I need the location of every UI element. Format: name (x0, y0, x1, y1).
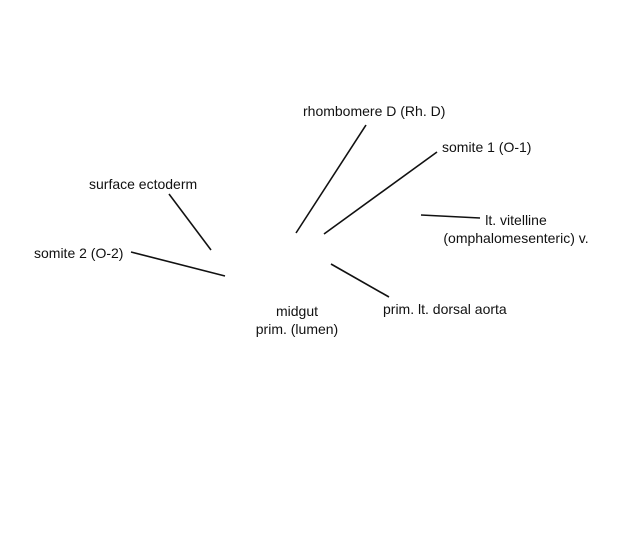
label-rhombomere: rhombomere D (Rh. D) (303, 103, 446, 119)
label-somite-2: somite 2 (O-2) (34, 245, 124, 261)
label-midgut: midgut prim. (lumen) (248, 302, 346, 338)
label-surface-ectoderm: surface ectoderm (89, 176, 198, 192)
label-midgut-line-1: midgut (275, 303, 319, 319)
leader-line-somite-2 (130, 251, 226, 277)
leader-line-surface-ectoderm (168, 193, 212, 251)
label-midgut-line-2: prim. (lumen) (255, 321, 339, 337)
label-somite-1: somite 1 (O-1) (442, 139, 532, 155)
label-dorsal-aorta: prim. lt. dorsal aorta (383, 301, 507, 317)
leader-line-vitelline (420, 214, 481, 219)
leader-line-rhombomere (295, 124, 367, 234)
leader-line-dorsal-aorta (330, 263, 390, 298)
leader-line-somite-1 (323, 151, 438, 235)
label-vitelline-line-1: lt. vitelline (485, 212, 547, 228)
label-vitelline-vein: lt. vitelline (omphalomesenteric) v. (440, 211, 592, 247)
label-vitelline-line-2: (omphalomesenteric) v. (443, 230, 589, 246)
